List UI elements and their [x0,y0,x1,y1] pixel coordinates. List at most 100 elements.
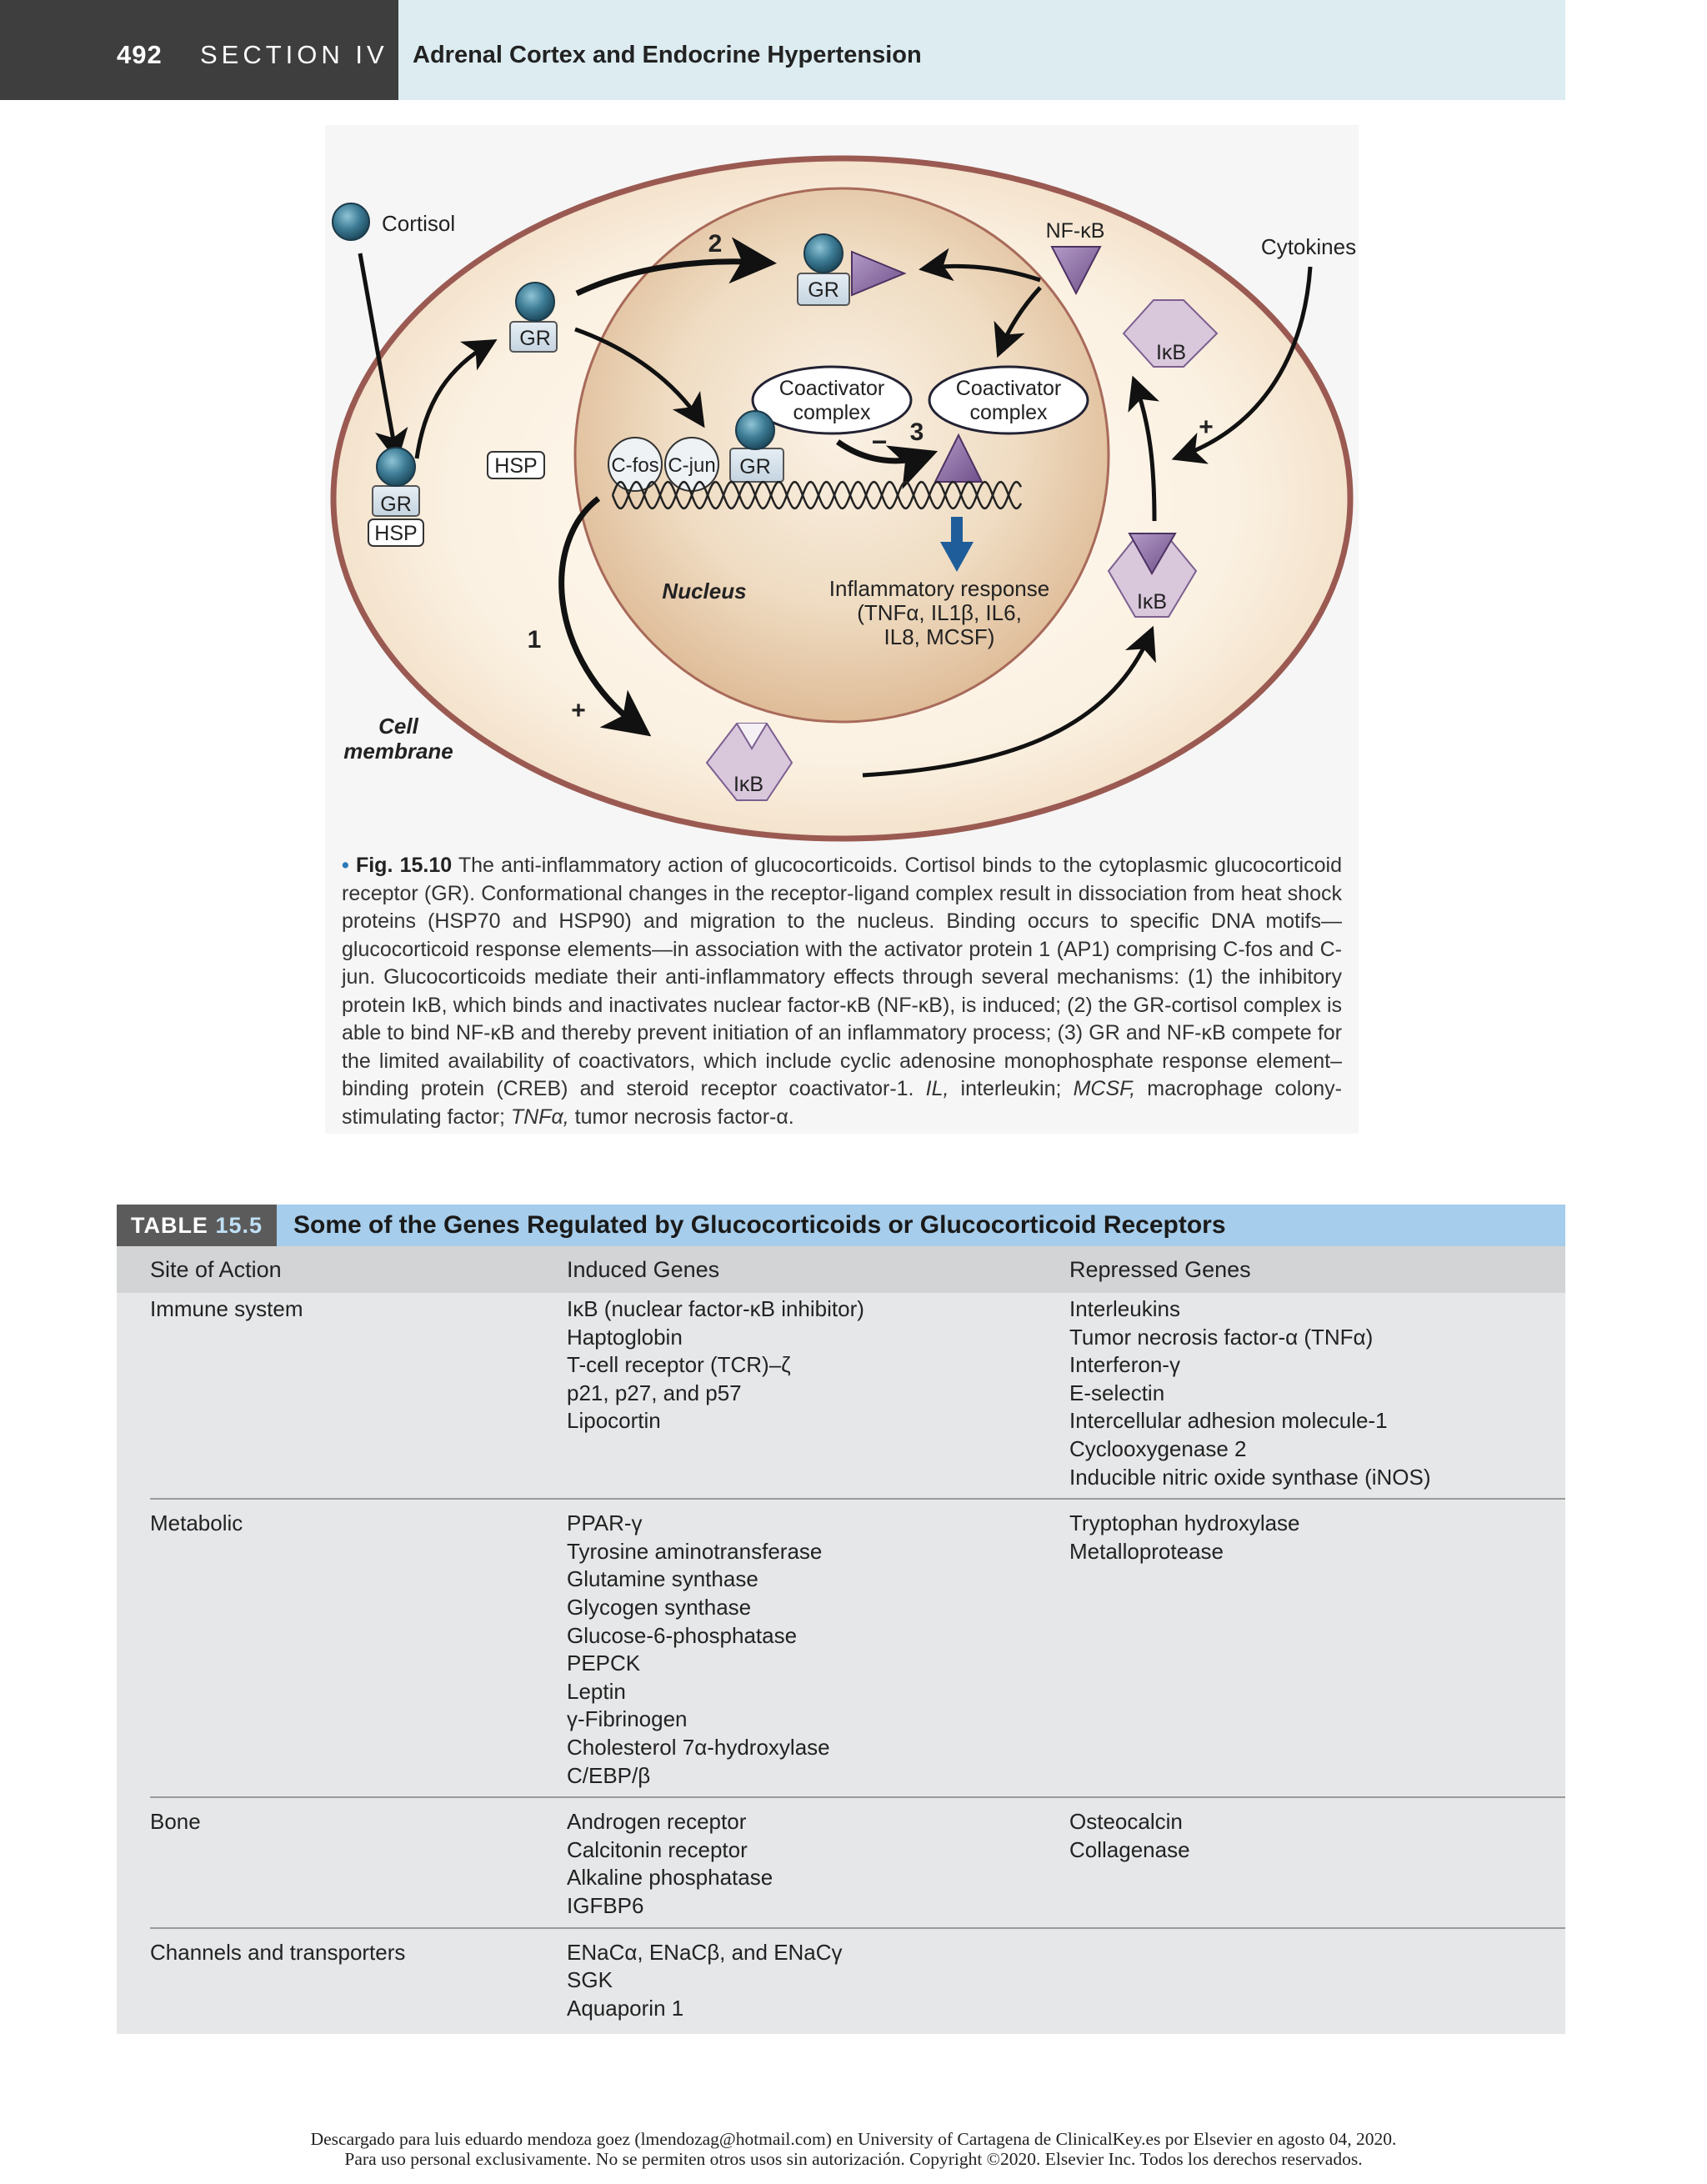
ikb-label: IκB [1137,590,1167,614]
transcription-arrow [940,517,974,572]
cortisol-icon [735,410,775,450]
row-divider [150,1926,1565,1929]
row-divider [150,1796,1565,1799]
gene-entry: Lipocortin [567,1408,661,1434]
gene-entry: ENaCα, ENaCβ, and ENaCγ [567,1939,843,1965]
caption-abbr-mcsf: MCSF, [1073,1077,1136,1100]
step-3-label: 3 [910,418,924,446]
gr-label: GR [808,278,839,302]
coactivator-complex-nfkb [928,365,1089,435]
ikb-hexagon-icon [1122,299,1219,368]
caption-def-il: interleukin; [949,1077,1074,1100]
table-title-bar [117,1205,1565,1246]
cfos-circle [608,437,663,492]
cell-label: Cell [378,714,418,739]
table-tag: TABLE 15.5 [117,1205,277,1246]
step-2-label: 2 [708,230,723,258]
nfkb-binding-arrow [919,248,1041,283]
gene-entry: Intercellular adhesion molecule-1 [1069,1408,1388,1434]
ikb-label: IκB [1156,341,1186,364]
gene-entry: Glycogen synthase [567,1594,752,1620]
site-name: Bone [150,1809,201,1835]
inflammatory-response-label: Inflammatory response [829,576,1049,601]
site-name: Immune system [150,1296,303,1321]
gene-entry: Collagenase [1069,1836,1190,1862]
dissociation-arrow [414,338,498,459]
gene-entry: Alkaline phosphatase [567,1865,773,1891]
dna-double-helix [611,480,1023,510]
gene-entry: SGK [567,1967,613,1993]
gene-entry: Interferon-γ [1069,1352,1180,1378]
footer-line-2: Para uso personal exclusivamente. No se … [344,2149,1363,2169]
inflammatory-mediators-label-2: IL8, MCSF) [884,624,995,649]
mechanism-1-arrow [558,496,652,737]
caption-bullet: • [342,854,349,877]
gene-entry: C/EBP/β [567,1762,651,1788]
ikb-free: IκB [1122,299,1219,368]
site-of-action-cell: Channels and transporters [150,1939,405,1967]
table-title: Some of the Genes Regulated by Glucocort… [293,1211,1226,1239]
gene-entry: Calcitonin receptor [567,1836,748,1862]
gr-box [509,321,558,353]
gene-entry: E-selectin [1069,1380,1165,1405]
coactivator-complex-gr [751,365,913,435]
glucocorticoid-diagram: Cortisol GR HSP GR HSP 2 GR NF-κB Cytoki… [330,155,1356,842]
gene-entry: T-cell receptor (TCR)–ζ [567,1352,791,1378]
gene-entry: Inducible nitric oxide synthase (iNOS) [1069,1464,1431,1490]
cytokines-label: Cytokines [1261,234,1356,259]
dna-strand [611,480,1023,510]
gene-entry: Cholesterol 7α-hydroxylase [567,1734,830,1760]
gr-label: GR [739,455,771,478]
gene-entry: PPAR-γ [567,1510,643,1536]
cell-membrane-label: membrane [343,739,453,764]
header-site-of-action: Site of Action [150,1257,282,1282]
coactivator-label: Coactivator [779,377,884,400]
nfkb-label: NF-κB [1046,219,1105,243]
caption-abbr-il: IL, [925,1077,949,1100]
gene-entry: Tyrosine aminotransferase [567,1538,823,1564]
gr-label: GR [380,493,412,516]
step-1-label: 1 [528,626,542,654]
dna-strand [611,480,1023,510]
gr-hsp-complex: GR HSP [368,447,424,547]
gene-entry: Androgen receptor [567,1809,747,1835]
gene-entry: IκB (nuclear factor-κB inhibitor) [567,1296,864,1321]
download-footer: Descargado para luis eduardo mendoza goe… [0,2129,1707,2169]
cortisol-label: Cortisol [382,211,455,236]
cytokine-arrow [1171,266,1313,464]
coactivator-label: Coactivator [956,377,1061,400]
gr-label: GR [519,327,551,350]
figure-caption: • Fig. 15.10 The anti-inflammatory actio… [342,852,1342,1131]
hsp-label: HSP [374,522,417,545]
cortisol-icon [376,447,416,487]
gene-entry: Aquaporin 1 [567,1995,684,2021]
mechanism-3-arrow [835,439,939,489]
cfos-label: C-fos [611,454,658,477]
nfkb-triangle-icon [1050,246,1102,296]
table-number: 15.5 [215,1213,263,1238]
gene-entry: IGFBP6 [567,1892,644,1918]
gene-entry: Glucose-6-phosphatase [567,1622,798,1648]
header-light-band [398,0,1565,100]
nfkb-triangle-icon [1128,533,1177,576]
hsp-box [487,451,545,479]
nucleus-shape [573,187,1110,724]
complex-label: complex [793,401,871,424]
caption-def-tnf: tumor necrosis factor-α. [568,1105,794,1129]
site-name: Metabolic [150,1510,243,1536]
cytokine-plus-sign: + [1199,413,1214,441]
caption-text: The anti-inflammatory action of glucocor… [342,854,1342,1100]
gr-nfkb-complex: GR [797,233,907,306]
gene-entry: Leptin [567,1678,626,1704]
caption-def-mcsf: macrophage colony-stimulating factor; [342,1077,1342,1129]
header-induced-genes: Induced Genes [567,1257,720,1282]
cortisol-icon [332,203,370,241]
figure-number: Fig. 15.10 [355,854,453,877]
hsp-label: HSP [494,454,537,478]
